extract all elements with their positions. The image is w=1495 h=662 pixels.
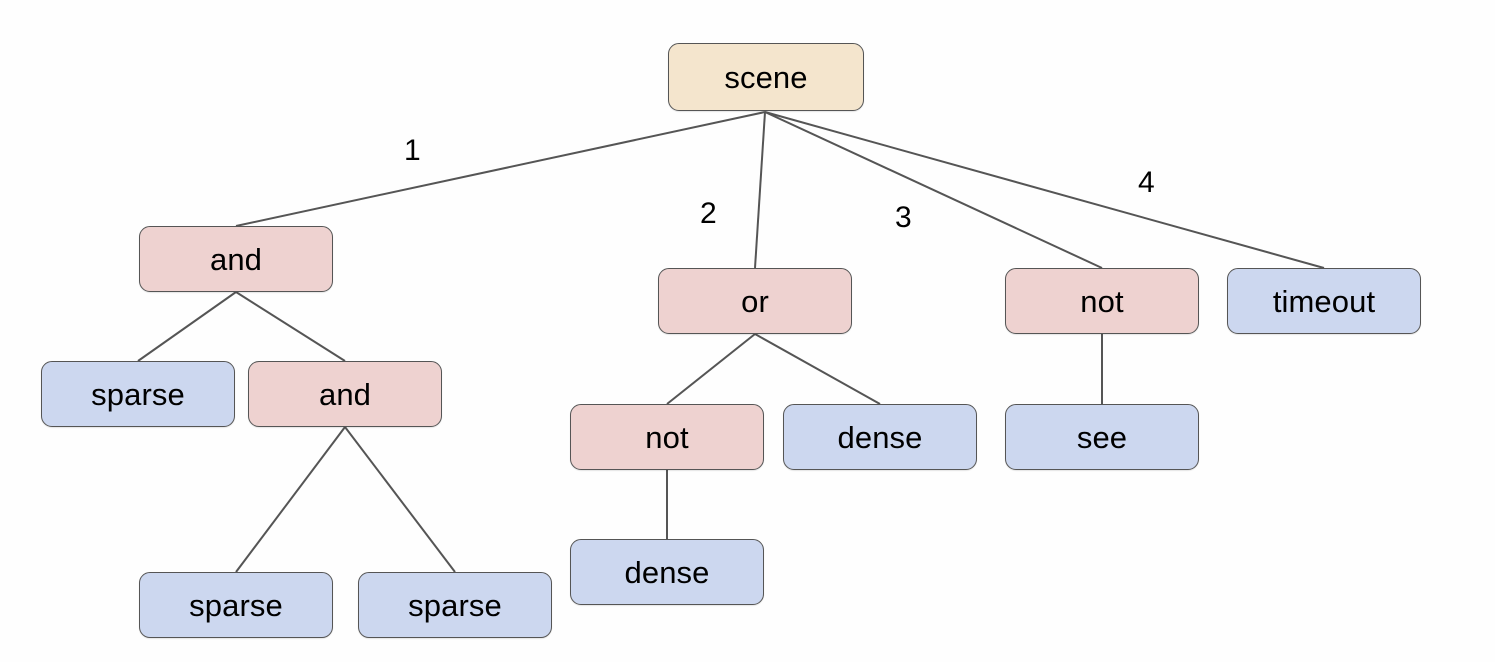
tree-node-see1[interactable]: see bbox=[1005, 404, 1199, 470]
tree-node-label: or bbox=[741, 283, 769, 319]
tree-node-dense1[interactable]: dense bbox=[783, 404, 977, 470]
tree-node-label: and bbox=[209, 241, 263, 277]
tree-node-not2[interactable]: not bbox=[1005, 268, 1199, 334]
tree-edge bbox=[235, 426, 346, 573]
tree-node-and1[interactable]: and bbox=[139, 226, 333, 292]
tree-node-label: sparse bbox=[189, 587, 283, 623]
edge-label: 4 bbox=[1138, 166, 1155, 199]
tree-node-label: sparse bbox=[91, 376, 185, 412]
tree-edge bbox=[235, 111, 766, 227]
tree-node-label: scene bbox=[724, 59, 808, 95]
tree-node-label: and bbox=[318, 376, 372, 412]
tree-node-not1[interactable]: not bbox=[570, 404, 764, 470]
tree-node-sparse1[interactable]: sparse bbox=[41, 361, 235, 427]
edge-label: 3 bbox=[895, 201, 912, 234]
tree-node-timeout1[interactable]: timeout bbox=[1227, 268, 1421, 334]
tree-edge bbox=[235, 291, 346, 362]
tree-edge bbox=[344, 426, 456, 573]
tree-node-label: dense bbox=[624, 554, 710, 590]
edge-label: 1 bbox=[404, 134, 421, 167]
tree-node-label: timeout bbox=[1272, 283, 1376, 319]
tree-node-and2[interactable]: and bbox=[248, 361, 442, 427]
tree-node-sparse2[interactable]: sparse bbox=[139, 572, 333, 638]
tree-node-label: sparse bbox=[408, 587, 502, 623]
edge-label: 2 bbox=[700, 197, 717, 230]
tree-edge bbox=[754, 111, 766, 269]
tree-node-or1[interactable]: or bbox=[658, 268, 852, 334]
tree-edge bbox=[137, 291, 237, 362]
tree-node-scene[interactable]: scene bbox=[668, 43, 864, 111]
tree-node-sparse3[interactable]: sparse bbox=[358, 572, 552, 638]
tree-node-label: see bbox=[1076, 419, 1128, 455]
tree-edge bbox=[666, 333, 756, 405]
tree-node-label: not bbox=[1080, 283, 1124, 319]
tree-edge bbox=[764, 111, 1103, 269]
tree-node-label: not bbox=[645, 419, 689, 455]
tree-node-label: dense bbox=[837, 419, 923, 455]
tree-edge bbox=[754, 333, 881, 405]
tree-edge bbox=[764, 111, 1325, 269]
tree-node-dense2[interactable]: dense bbox=[570, 539, 764, 605]
